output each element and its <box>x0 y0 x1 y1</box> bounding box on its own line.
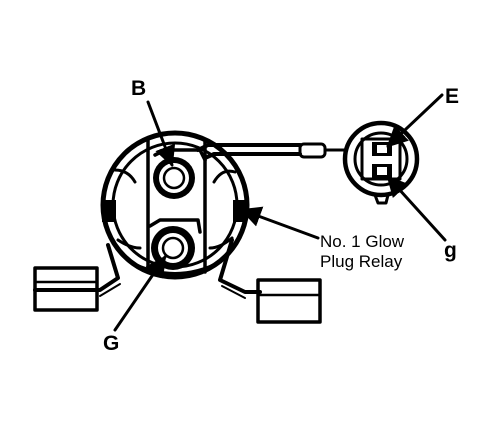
leader-g-small <box>386 175 447 242</box>
callout-leaders <box>113 93 447 332</box>
connector-wire <box>196 142 347 160</box>
leader-relay <box>240 206 320 240</box>
label-terminal-b: B <box>131 77 147 100</box>
terminal-g-stud <box>148 218 202 270</box>
label-relay-line-1: No. 1 Glow <box>320 232 405 251</box>
relay-body <box>100 130 250 280</box>
label-relay-line-2: Plug Relay <box>320 252 403 271</box>
left-mounting-bracket <box>33 243 121 312</box>
leader-b <box>146 100 176 167</box>
right-mounting-bracket <box>218 238 322 324</box>
label-connector-e: E <box>445 85 460 108</box>
label-terminal-g: G <box>103 332 120 355</box>
leader-g <box>113 255 167 332</box>
connector-plug <box>342 120 420 205</box>
label-connector-g: g <box>444 239 457 262</box>
label-relay-name: No. 1 Glow Plug Relay <box>320 232 404 272</box>
leader-e <box>386 93 444 148</box>
terminal-b-stud <box>153 148 207 199</box>
